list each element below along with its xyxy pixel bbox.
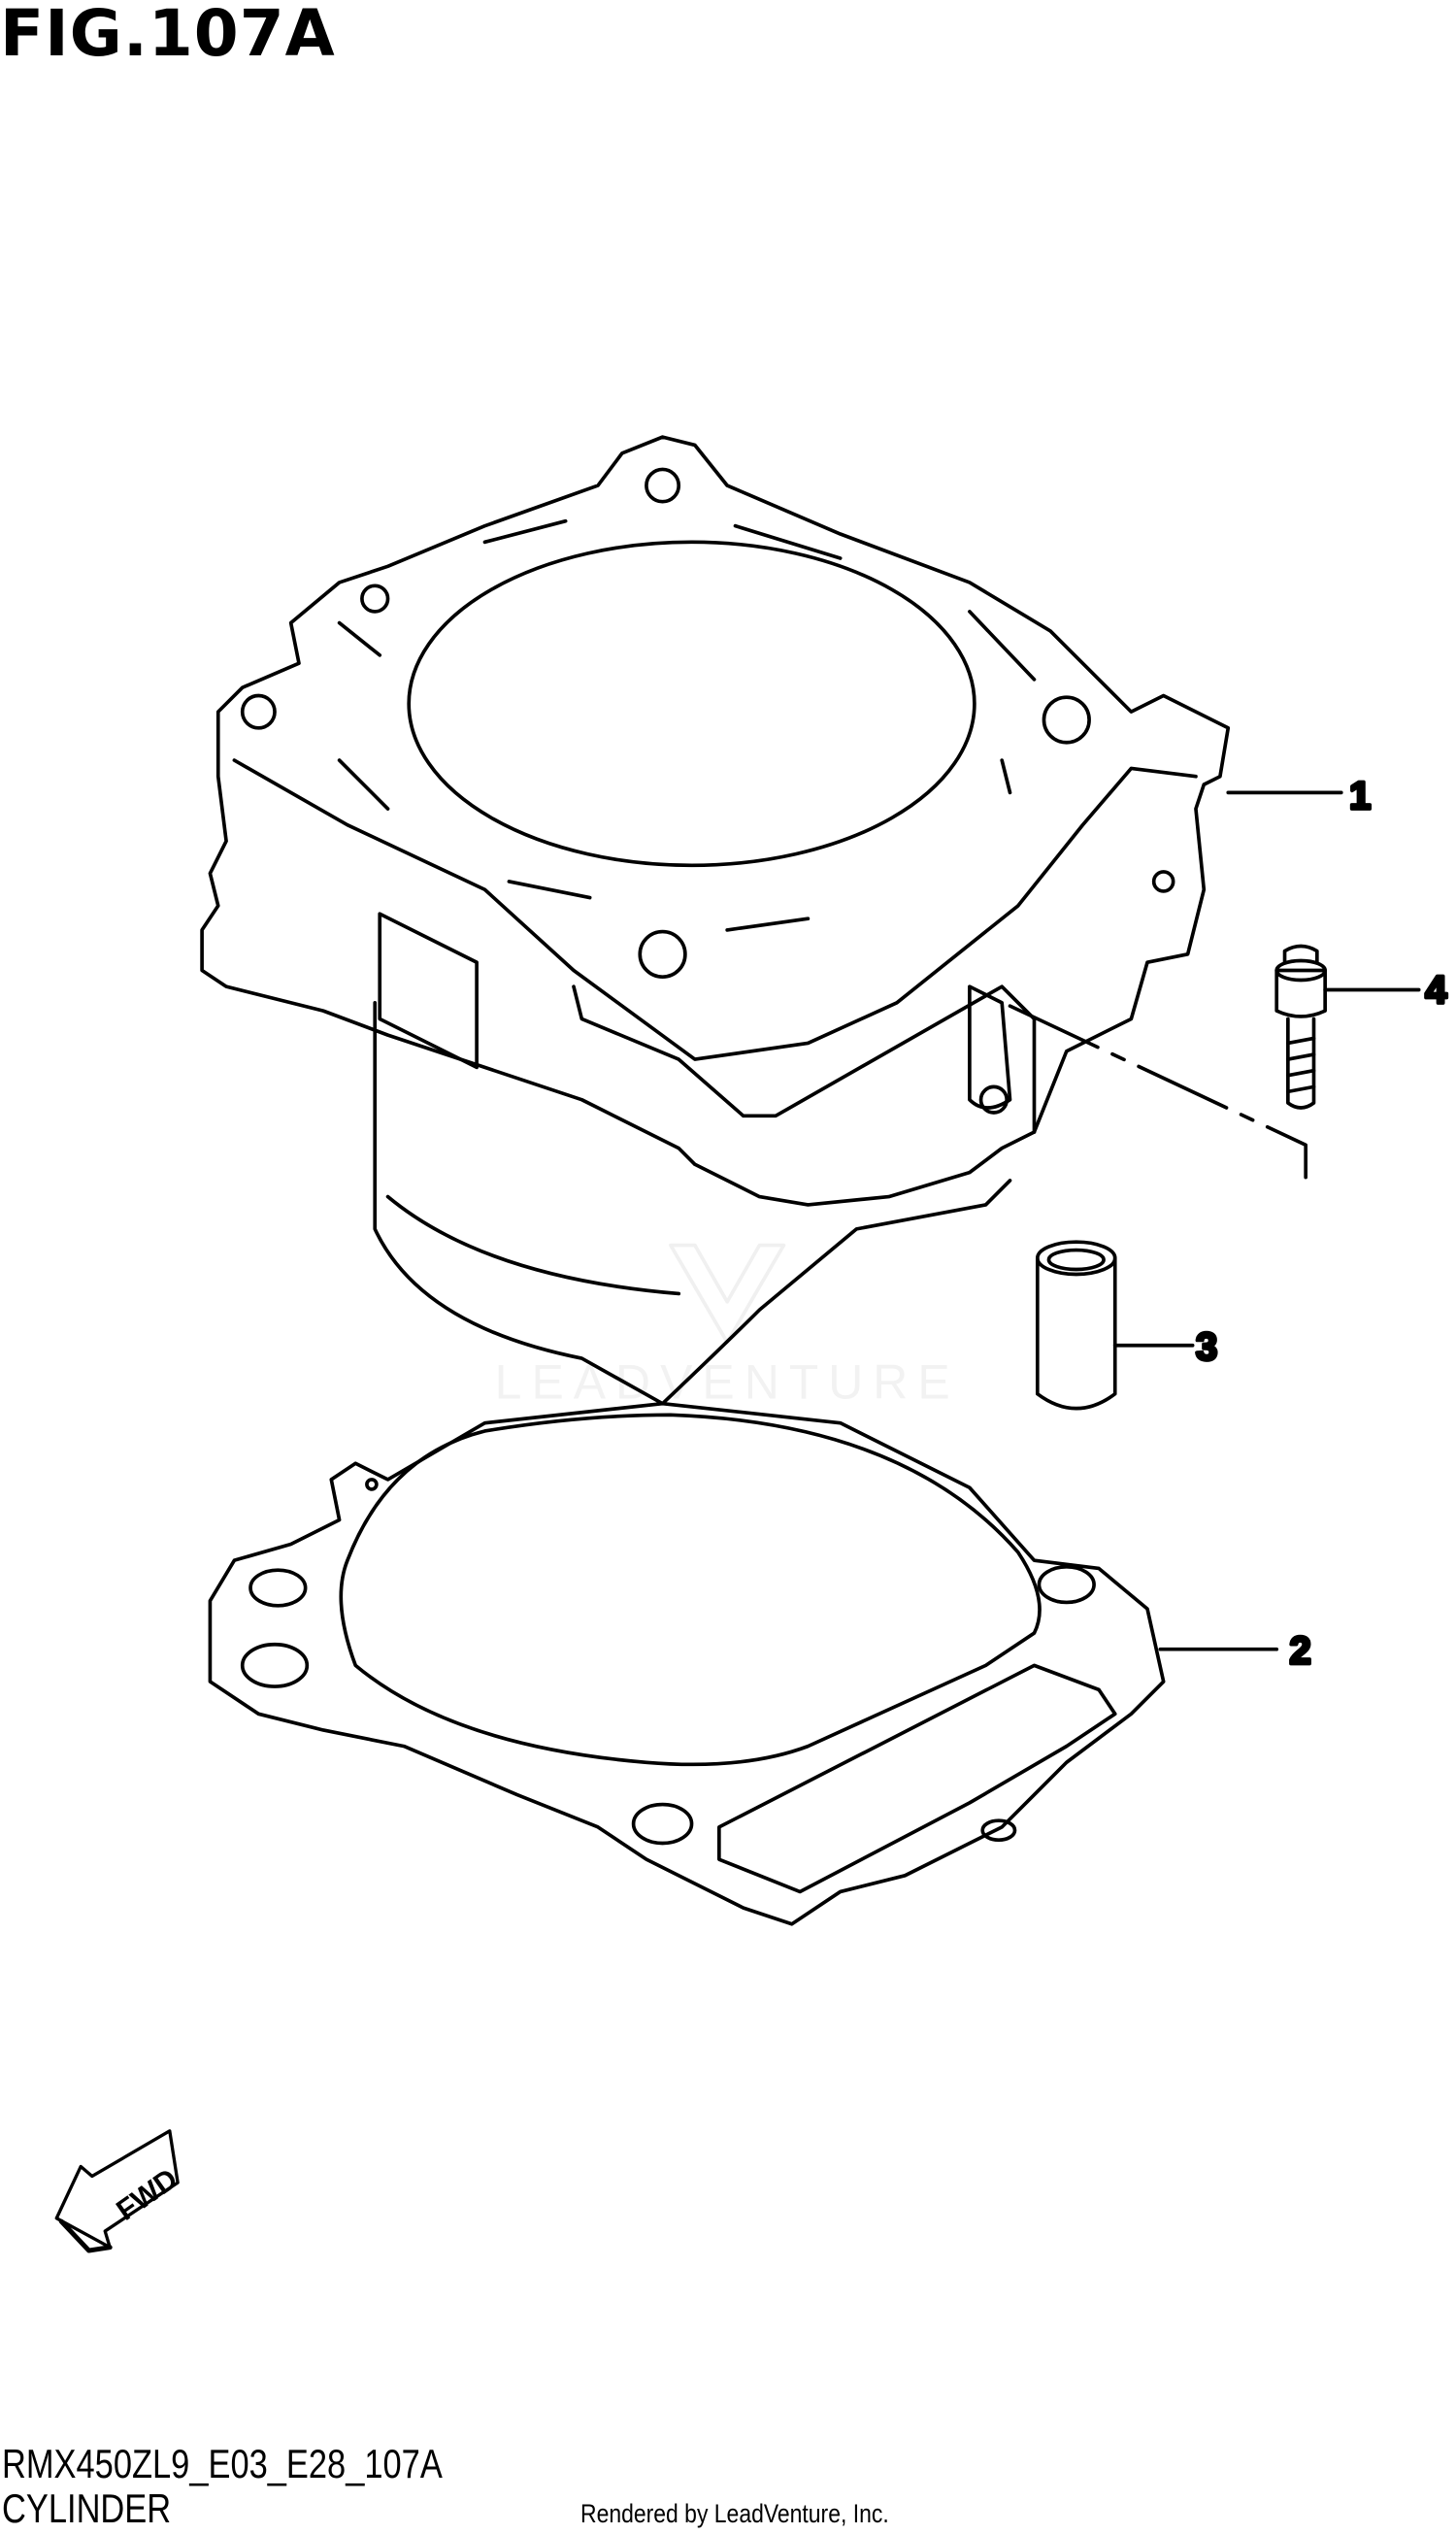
callout-4[interactable]: 4 (1424, 967, 1449, 1014)
callout-2[interactable]: 2 (1288, 1628, 1313, 1675)
model-code: RMX450ZL9_E03_E28_107A (2, 2441, 443, 2486)
section-name: CYLINDER (2, 2485, 172, 2531)
base-gasket-part[interactable] (208, 1401, 1166, 1926)
cylinder-part[interactable] (200, 435, 1231, 1406)
fwd-label: FWD (111, 2163, 183, 2227)
callout-1[interactable]: 1 (1347, 773, 1373, 819)
bolt-location-line (1008, 1004, 1308, 1180)
rendered-by-credit: Rendered by LeadVenture, Inc. (580, 2499, 889, 2528)
callout-3[interactable]: 3 (1194, 1324, 1219, 1371)
figure-title: FIG.107A (0, 0, 336, 71)
dowel-pin-part[interactable] (1035, 1240, 1117, 1411)
bolt-part[interactable] (1274, 944, 1327, 1110)
forward-arrow-icon: FWD (54, 2129, 183, 2253)
watermark-logo: LEADVENTURE (495, 1243, 960, 1410)
watermark-text: LEADVENTURE (495, 1355, 960, 1410)
